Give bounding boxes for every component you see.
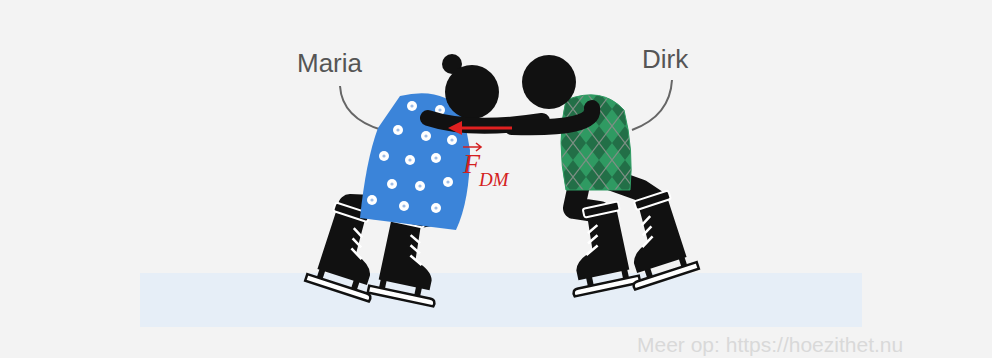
person-name: Dirk [642,46,688,72]
ice-surface [140,273,862,327]
flower [367,195,377,205]
watermark: Meer op: https://hoezithet.nu [637,334,903,355]
head [522,55,576,109]
flower [393,125,403,135]
leader-line [340,86,382,130]
leader-line [632,80,672,130]
flower [405,155,415,165]
force-vector [460,127,512,130]
arm [512,108,592,127]
ice-skate [557,200,640,296]
flower [399,201,409,211]
flower [443,177,453,187]
flower [421,131,431,141]
person-name: Maria [297,50,362,76]
arrow-head [448,121,462,135]
ice-skate [609,189,699,290]
flower [415,181,425,191]
flower [431,203,441,213]
flower [447,135,457,145]
dress [360,93,470,230]
flower [431,153,441,163]
flower [407,101,417,111]
flower [387,179,397,189]
force-subscript: DM [479,170,509,189]
flower [379,151,389,161]
force-symbol: F [463,150,480,178]
head [445,65,499,119]
